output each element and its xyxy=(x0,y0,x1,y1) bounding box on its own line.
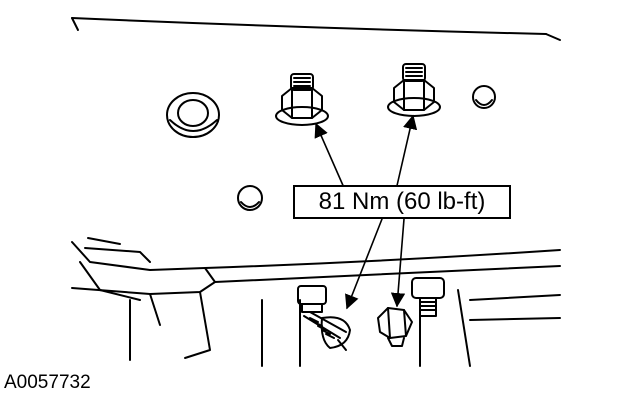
washer xyxy=(166,92,220,138)
lower-bolt-left xyxy=(297,285,351,351)
mounting-hole-left xyxy=(237,185,263,211)
lower-stud-right xyxy=(411,277,445,317)
upper-bolt-left xyxy=(275,73,329,126)
lower-bolt-right xyxy=(377,307,413,347)
lower-frame xyxy=(71,237,561,367)
leader-arrows xyxy=(314,114,418,310)
torque-callout: 81 Nm (60 lb-ft) xyxy=(293,185,511,219)
upper-bracket-plate xyxy=(71,17,561,41)
mounting-hole-right xyxy=(472,85,496,109)
figure-id-label: A0057732 xyxy=(4,372,91,393)
upper-bolt-right xyxy=(387,63,441,117)
